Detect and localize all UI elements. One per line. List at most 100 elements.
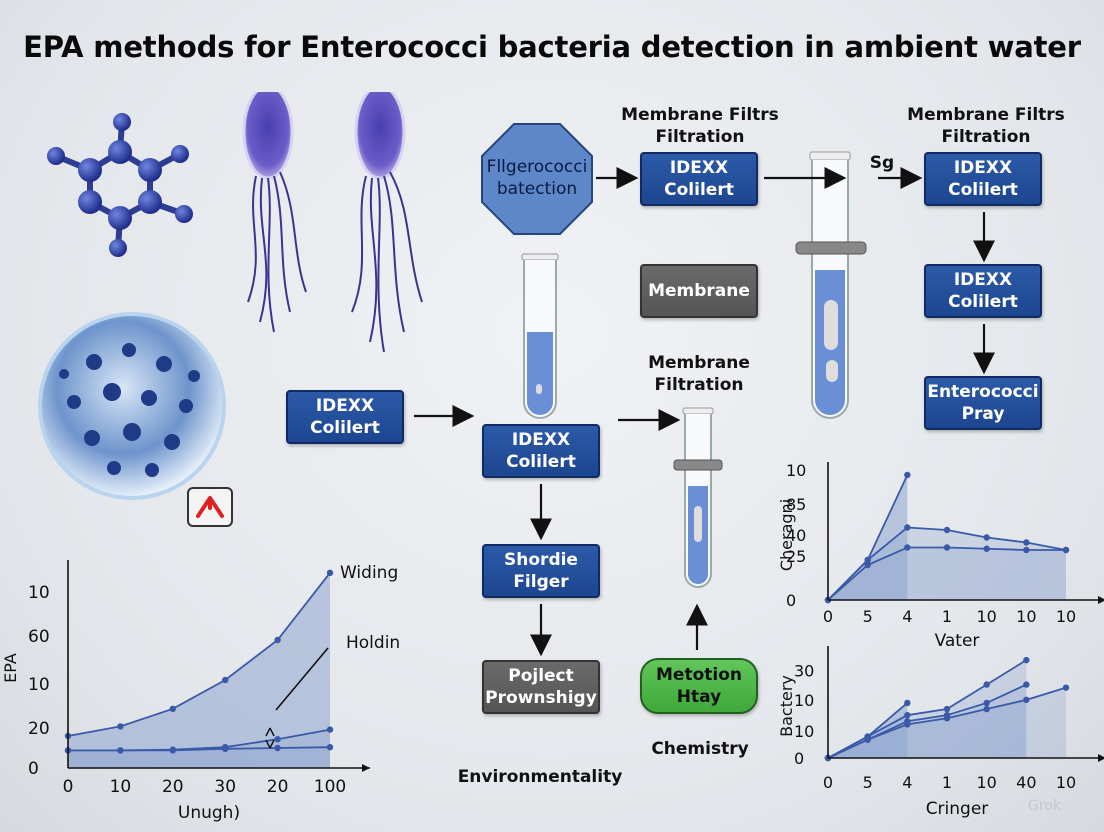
octagon-label: Fllgerococci batection bbox=[486, 157, 588, 200]
data-point bbox=[1023, 681, 1030, 688]
series-area bbox=[828, 527, 1066, 600]
data-point bbox=[904, 721, 911, 728]
series-area bbox=[828, 547, 1066, 600]
bacteria-icon bbox=[242, 92, 423, 353]
y-tick-label: 10 bbox=[794, 722, 814, 741]
x-tick-label: 0 bbox=[63, 777, 74, 797]
test-tube-icon bbox=[795, 151, 867, 419]
x-axis-arrow bbox=[1098, 596, 1104, 604]
y-tick-label: 85 bbox=[786, 495, 806, 514]
data-point bbox=[274, 744, 281, 752]
idexx-colilert-box-right[interactable]: IDEXX Colilert bbox=[924, 264, 1042, 318]
data-point bbox=[169, 747, 176, 754]
idexx-colilert-box-top[interactable]: IDEXX Colilert bbox=[640, 152, 758, 206]
x-axis-arrow bbox=[1098, 754, 1104, 762]
data-point bbox=[274, 736, 281, 743]
data-point bbox=[169, 705, 176, 712]
data-point bbox=[943, 526, 951, 534]
data-point bbox=[983, 699, 990, 707]
x-tick-label: 20 bbox=[162, 777, 184, 797]
metotion-htay-box[interactable]: Metotion Htay bbox=[640, 658, 758, 714]
y-tick-label: 0 bbox=[28, 759, 39, 779]
y-tick-label: 40 bbox=[786, 526, 806, 545]
data-point bbox=[904, 699, 911, 707]
y-tick-label: 30 bbox=[794, 662, 814, 681]
octagon-shape bbox=[481, 123, 593, 235]
y-tick-label: 25 bbox=[786, 547, 806, 566]
x-tick-label: 0 bbox=[823, 607, 833, 626]
y-tick-label: 10 bbox=[794, 691, 814, 710]
data-point bbox=[943, 715, 951, 722]
series-area bbox=[828, 660, 1027, 758]
series-label: Holding bbox=[346, 633, 400, 653]
membrane-box[interactable]: Membrane bbox=[640, 264, 758, 318]
x-tick-label: 0 bbox=[823, 773, 833, 792]
sg-label: Sg bbox=[869, 153, 895, 173]
series-area bbox=[68, 747, 330, 768]
series-area bbox=[68, 572, 330, 768]
data-point bbox=[943, 705, 951, 713]
page-title: EPA methods for Enterococci bacteria det… bbox=[23, 30, 1081, 64]
y-tick-label: 10 bbox=[28, 583, 50, 603]
chemistry-label: Chemistry bbox=[651, 739, 749, 759]
y-tick-label: 10 bbox=[28, 675, 50, 695]
enterococci-pray-box[interactable]: Enterococci Pray bbox=[924, 376, 1042, 430]
data-point bbox=[983, 705, 990, 713]
y-tick-label: 0 bbox=[794, 749, 804, 768]
data-point bbox=[864, 736, 871, 743]
x-axis-label: Cringer bbox=[926, 799, 989, 819]
y-tick-label: 10 bbox=[786, 461, 806, 480]
data-point bbox=[904, 471, 911, 479]
series-area bbox=[828, 702, 908, 758]
x-tick-label: 10 bbox=[1056, 773, 1076, 792]
data-point bbox=[983, 681, 990, 688]
x-tick-label: 10 bbox=[110, 777, 132, 797]
membrane-filtration-label-top: Membrane Filtrs Filtration bbox=[621, 105, 779, 148]
data-point bbox=[864, 556, 871, 564]
data-point bbox=[326, 569, 334, 576]
x-axis-arrow bbox=[362, 764, 370, 772]
idexx-colilert-box-left[interactable]: IDEXX Colilert bbox=[286, 390, 404, 444]
x-axis-label: Unugh) bbox=[178, 803, 240, 823]
data-point bbox=[1062, 684, 1070, 691]
x-tick-label: 5 bbox=[863, 773, 873, 792]
data-point bbox=[1023, 539, 1030, 546]
y-tick-label: 20 bbox=[28, 719, 50, 739]
x-tick-label: 20 bbox=[267, 777, 289, 797]
environmentality-label: Environmentality bbox=[457, 767, 623, 787]
x-tick-label: 10 bbox=[976, 773, 996, 792]
project-box[interactable]: Pojlect Prownshigy bbox=[482, 660, 600, 714]
data-point bbox=[1062, 546, 1070, 554]
x-tick-label: 100 bbox=[314, 777, 346, 797]
x-axis-label: Vater bbox=[935, 631, 980, 651]
data-point bbox=[222, 745, 229, 752]
idexx-colilert-box-center[interactable]: IDEXX Colilert bbox=[482, 424, 600, 478]
data-point bbox=[222, 676, 229, 684]
y-axis-label: Cheragni bbox=[777, 499, 796, 571]
x-tick-label: 1 bbox=[942, 607, 952, 626]
series-line bbox=[827, 659, 1027, 759]
annotation-marker-icon bbox=[265, 727, 275, 749]
membrane-filtration-label-center: Membrane Filtration bbox=[648, 353, 750, 396]
x-tick-label: 30 bbox=[214, 777, 236, 797]
data-point bbox=[1023, 656, 1030, 664]
data-point bbox=[983, 534, 990, 541]
test-tube-icon bbox=[521, 253, 559, 419]
x-tick-label: 10 bbox=[1056, 607, 1076, 626]
membrane-filtration-label-right: Membrane Filtrs Filtration bbox=[907, 105, 1065, 148]
series-label: Widing bbox=[340, 563, 398, 583]
shordie-filger-box[interactable]: Shordie Filger bbox=[482, 544, 600, 598]
series-line bbox=[68, 746, 331, 752]
data-point bbox=[1023, 546, 1030, 554]
x-tick-label: 10 bbox=[1016, 607, 1036, 626]
y-tick-label: 60 bbox=[28, 627, 50, 647]
test-tube-icon bbox=[673, 407, 723, 588]
series-area bbox=[828, 475, 908, 600]
idexx-colilert-box-top-right[interactable]: IDEXX Colilert bbox=[924, 152, 1042, 206]
data-point bbox=[117, 723, 124, 730]
data-point bbox=[864, 561, 871, 569]
data-point bbox=[904, 524, 911, 531]
